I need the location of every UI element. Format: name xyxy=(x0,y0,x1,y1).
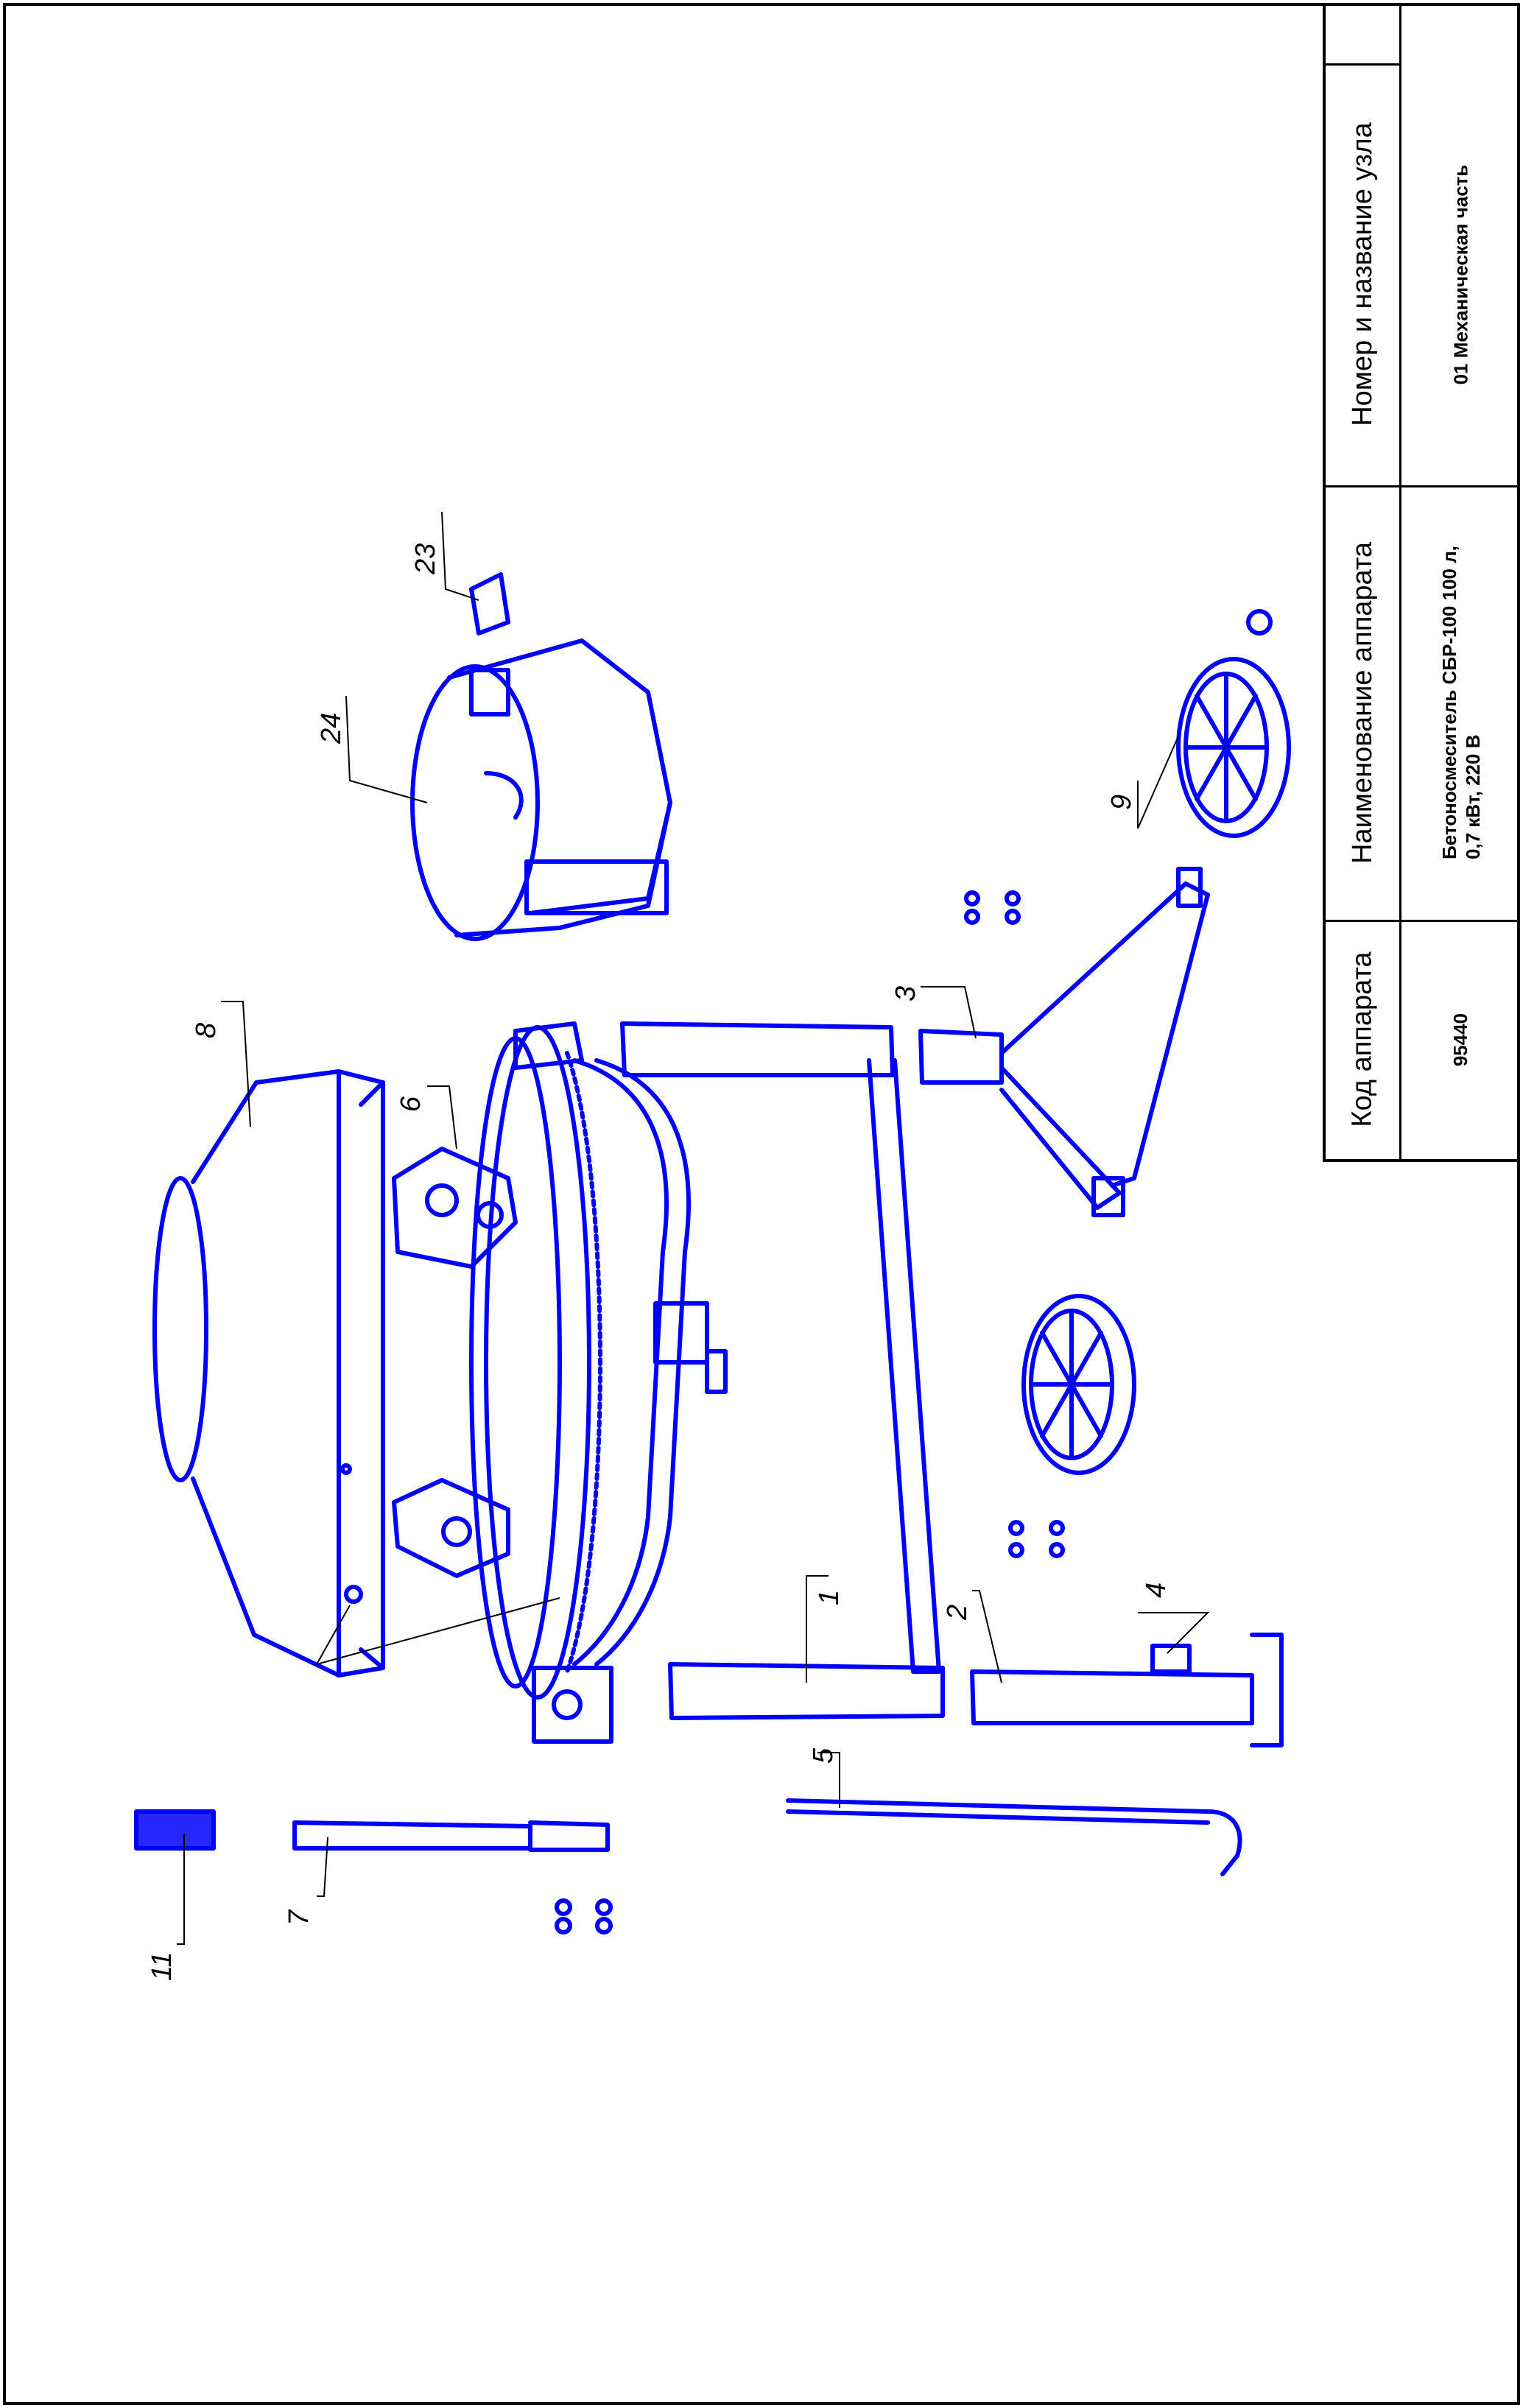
label-part-5: 5 xyxy=(808,1747,839,1764)
support-arm-part xyxy=(513,1021,728,1744)
label-part-11: 11 xyxy=(147,1952,177,1981)
part-labels: 8 6 23 24 3 9 1 2 4 5 7 11 xyxy=(147,543,1172,1981)
header-cell-unit: Номер и название узла xyxy=(1326,63,1399,485)
value-code: 95440 xyxy=(1449,1013,1472,1066)
bracket-part xyxy=(392,1147,518,1578)
value-cell-name: Бетоносмеситель СБР-100 100 л, 0,7 кВт, … xyxy=(1401,485,1520,920)
value-cell-code: 95440 xyxy=(1401,920,1520,1159)
label-part-23: 23 xyxy=(410,543,441,575)
header-code: Код аппарата xyxy=(1346,951,1378,1127)
label-part-9: 9 xyxy=(1106,795,1137,810)
label-part-2: 2 xyxy=(942,1605,973,1621)
row-divider xyxy=(1326,63,1399,66)
value-unit: 01 Механическая часть xyxy=(1449,164,1472,384)
row-divider xyxy=(1401,920,1520,922)
value-name: Бетоносмеситель СБР-100 100 л, 0,7 кВт, … xyxy=(1438,546,1485,859)
header-name: Наименование аппарата xyxy=(1346,541,1378,864)
drum-part xyxy=(152,1069,385,1677)
value-name-line2: 0,7 кВт, 220 В xyxy=(1461,734,1484,859)
title-block-header-column: Код аппарата Наименование аппарата Номер… xyxy=(1326,3,1401,1159)
row-divider xyxy=(1326,485,1399,487)
row-divider xyxy=(1401,485,1520,487)
front-leg-part xyxy=(918,867,1210,1217)
value-name-line1: Бетоносмеситель СБР-100 100 л, xyxy=(1438,546,1460,859)
label-part-1: 1 xyxy=(814,1590,845,1605)
row-divider xyxy=(1326,920,1399,922)
rear-leg-part xyxy=(970,1633,1284,1747)
shaft-part xyxy=(292,1820,610,1852)
fasteners xyxy=(555,890,1065,1935)
label-part-8: 8 xyxy=(191,1023,222,1038)
header-cell-code: Код аппарата xyxy=(1326,920,1399,1159)
tilt-rod-part xyxy=(786,1798,1242,1876)
header-unit: Номер и название узла xyxy=(1346,122,1378,426)
title-block: Код аппарата Наименование аппарата Номер… xyxy=(1323,3,1520,1162)
handle-clip-part xyxy=(469,572,510,636)
label-part-7: 7 xyxy=(284,1909,314,1926)
label-part-4: 4 xyxy=(1141,1583,1172,1598)
label-part-6: 6 xyxy=(395,1096,426,1112)
header-cell-name: Наименование аппарата xyxy=(1326,485,1399,920)
value-cell-unit: 01 Механическая часть xyxy=(1401,63,1520,485)
ring-gear-part xyxy=(469,1025,602,1700)
wheel-part xyxy=(1021,609,1291,1475)
title-block-value-column: 95440 Бетоносмеситель СБР-100 100 л, 0,7… xyxy=(1401,3,1520,1159)
drawing-frame xyxy=(3,3,1520,2405)
main-frame-part xyxy=(620,1021,945,1720)
label-part-3: 3 xyxy=(890,986,921,1001)
motor-cover-part xyxy=(410,638,672,941)
sleeve-part xyxy=(134,1809,216,1851)
leader-lines xyxy=(177,511,1210,1945)
label-part-24: 24 xyxy=(316,713,347,744)
